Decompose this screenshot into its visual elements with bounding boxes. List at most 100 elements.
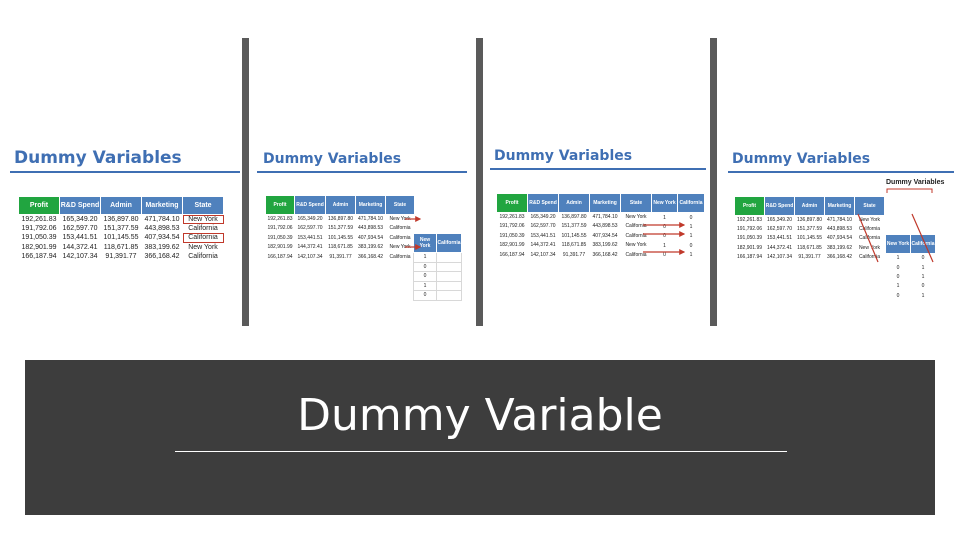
cell: 407,934.54 bbox=[592, 232, 618, 239]
col-header-state: State bbox=[620, 193, 652, 213]
cell: 182,901.99 bbox=[267, 244, 293, 251]
cell: 192,261.83 bbox=[21, 215, 57, 223]
cell: 151,377.59 bbox=[103, 225, 139, 233]
dummy-cell: 0 bbox=[689, 214, 693, 221]
state-cell: New York bbox=[858, 216, 881, 223]
cell: 443,898.53 bbox=[592, 223, 618, 230]
cell: 191,792.06 bbox=[499, 223, 525, 230]
state-cell: California bbox=[625, 251, 647, 258]
cell: 192,261.83 bbox=[736, 216, 763, 223]
cell: 407,934.54 bbox=[144, 234, 180, 242]
state-cell: California bbox=[625, 232, 647, 239]
cell: 443,898.53 bbox=[357, 225, 384, 232]
panel-divider bbox=[476, 38, 483, 326]
cell: 165,349.20 bbox=[297, 216, 323, 222]
slide-title: Dummy Variable bbox=[297, 390, 663, 441]
cell: 153,441.51 bbox=[297, 234, 323, 241]
cell: 142,107.34 bbox=[530, 251, 556, 258]
state-cell: California bbox=[389, 234, 411, 241]
dummy-cell: 1 bbox=[663, 242, 666, 249]
cell: 182,901.99 bbox=[736, 244, 763, 251]
cell: 91,391.77 bbox=[329, 253, 352, 260]
col-header-state: State bbox=[854, 196, 885, 216]
slide-panel-4: Dummy Variables Dummy Variables Profit R… bbox=[718, 38, 956, 326]
strike-line bbox=[911, 213, 934, 263]
cell: 153,441.51 bbox=[766, 235, 793, 242]
table-row: 166,187.94 142,107.34 91,391.77 366,168.42 C… bbox=[497, 251, 652, 261]
cell: 383,199.62 bbox=[144, 243, 180, 251]
cell: 118,671.85 bbox=[328, 244, 353, 251]
cell: 136,897.80 bbox=[103, 215, 139, 223]
state-cell: California bbox=[389, 225, 411, 232]
cell: 192,261.83 bbox=[499, 214, 525, 220]
cell: 191,792.06 bbox=[267, 225, 293, 232]
panel-divider bbox=[242, 38, 249, 326]
cell: 118,671.85 bbox=[561, 242, 587, 249]
slide-panel-3: Dummy Variables Profit R&D Spend Admin M… bbox=[484, 38, 708, 326]
cell: 142,107.34 bbox=[297, 253, 323, 260]
cell: 383,199.62 bbox=[592, 242, 618, 249]
dummy-cell: 1 bbox=[896, 255, 900, 262]
heading-underline bbox=[10, 171, 240, 173]
state-cell: California bbox=[188, 253, 218, 261]
cell: 118,671.85 bbox=[797, 244, 822, 251]
heading-underline bbox=[490, 168, 706, 170]
cell: 383,199.62 bbox=[357, 244, 384, 251]
cell: 166,187.94 bbox=[21, 253, 57, 261]
panel-heading: Dummy Variables bbox=[263, 151, 402, 167]
dummy-header-california: California bbox=[436, 233, 462, 253]
dummy-cell: 1 bbox=[689, 223, 693, 230]
col-header-rd-spend: R&D Spend bbox=[59, 196, 101, 215]
cell: 142,107.34 bbox=[766, 254, 793, 261]
cell: 191,050.39 bbox=[499, 232, 525, 239]
cell: 366,168.42 bbox=[592, 251, 618, 258]
col-header-profit: Profit bbox=[496, 193, 528, 213]
cell: 165,349.20 bbox=[530, 214, 556, 220]
dummy-header-california: California bbox=[910, 234, 936, 254]
dummy-table: New York California 1 0 0 1 0 bbox=[413, 233, 462, 301]
cell: 166,187.94 bbox=[499, 251, 525, 258]
state-cell: New York bbox=[625, 214, 647, 220]
cell: 182,901.99 bbox=[21, 243, 57, 251]
cell: 407,934.54 bbox=[826, 235, 853, 242]
cell: 101,145.55 bbox=[103, 234, 139, 242]
cell: 91,391.77 bbox=[105, 253, 137, 261]
dummy-cell: 0 bbox=[663, 252, 666, 259]
state-cell: California bbox=[188, 225, 218, 233]
panel-heading: Dummy Variables bbox=[14, 148, 182, 168]
heading-underline bbox=[257, 171, 467, 173]
cell: 366,168.42 bbox=[144, 253, 180, 261]
cell: 91,391.77 bbox=[562, 251, 586, 258]
cell: 151,377.59 bbox=[327, 225, 354, 232]
cell: 471,784.10 bbox=[144, 215, 180, 223]
cell: 182,901.99 bbox=[499, 242, 525, 249]
cell: 366,168.42 bbox=[826, 254, 853, 261]
col-header-profit: Profit bbox=[18, 196, 60, 215]
state-cell: New York bbox=[625, 242, 647, 249]
dummy-cell: 0 bbox=[663, 223, 666, 230]
cell: 407,934.54 bbox=[357, 234, 384, 241]
strike-line bbox=[857, 213, 879, 263]
state-cell: California bbox=[389, 253, 411, 260]
state-cell: California bbox=[858, 254, 881, 261]
cell: 153,441.51 bbox=[62, 234, 98, 242]
title-banner: Dummy Variable bbox=[25, 360, 935, 515]
col-header-state: State bbox=[385, 195, 415, 215]
cell: 191,050.39 bbox=[267, 234, 293, 241]
title-underline bbox=[175, 451, 787, 452]
data-table: Profit R&D Spend Admin Marketing State 1… bbox=[265, 195, 415, 262]
dummy-cell: 1 bbox=[663, 214, 666, 221]
state-cell-highlighted: New York bbox=[182, 214, 224, 224]
dummy-cell: 1 bbox=[921, 273, 925, 280]
data-table: Profit R&D Spend Admin Marketing State 1… bbox=[496, 193, 652, 260]
